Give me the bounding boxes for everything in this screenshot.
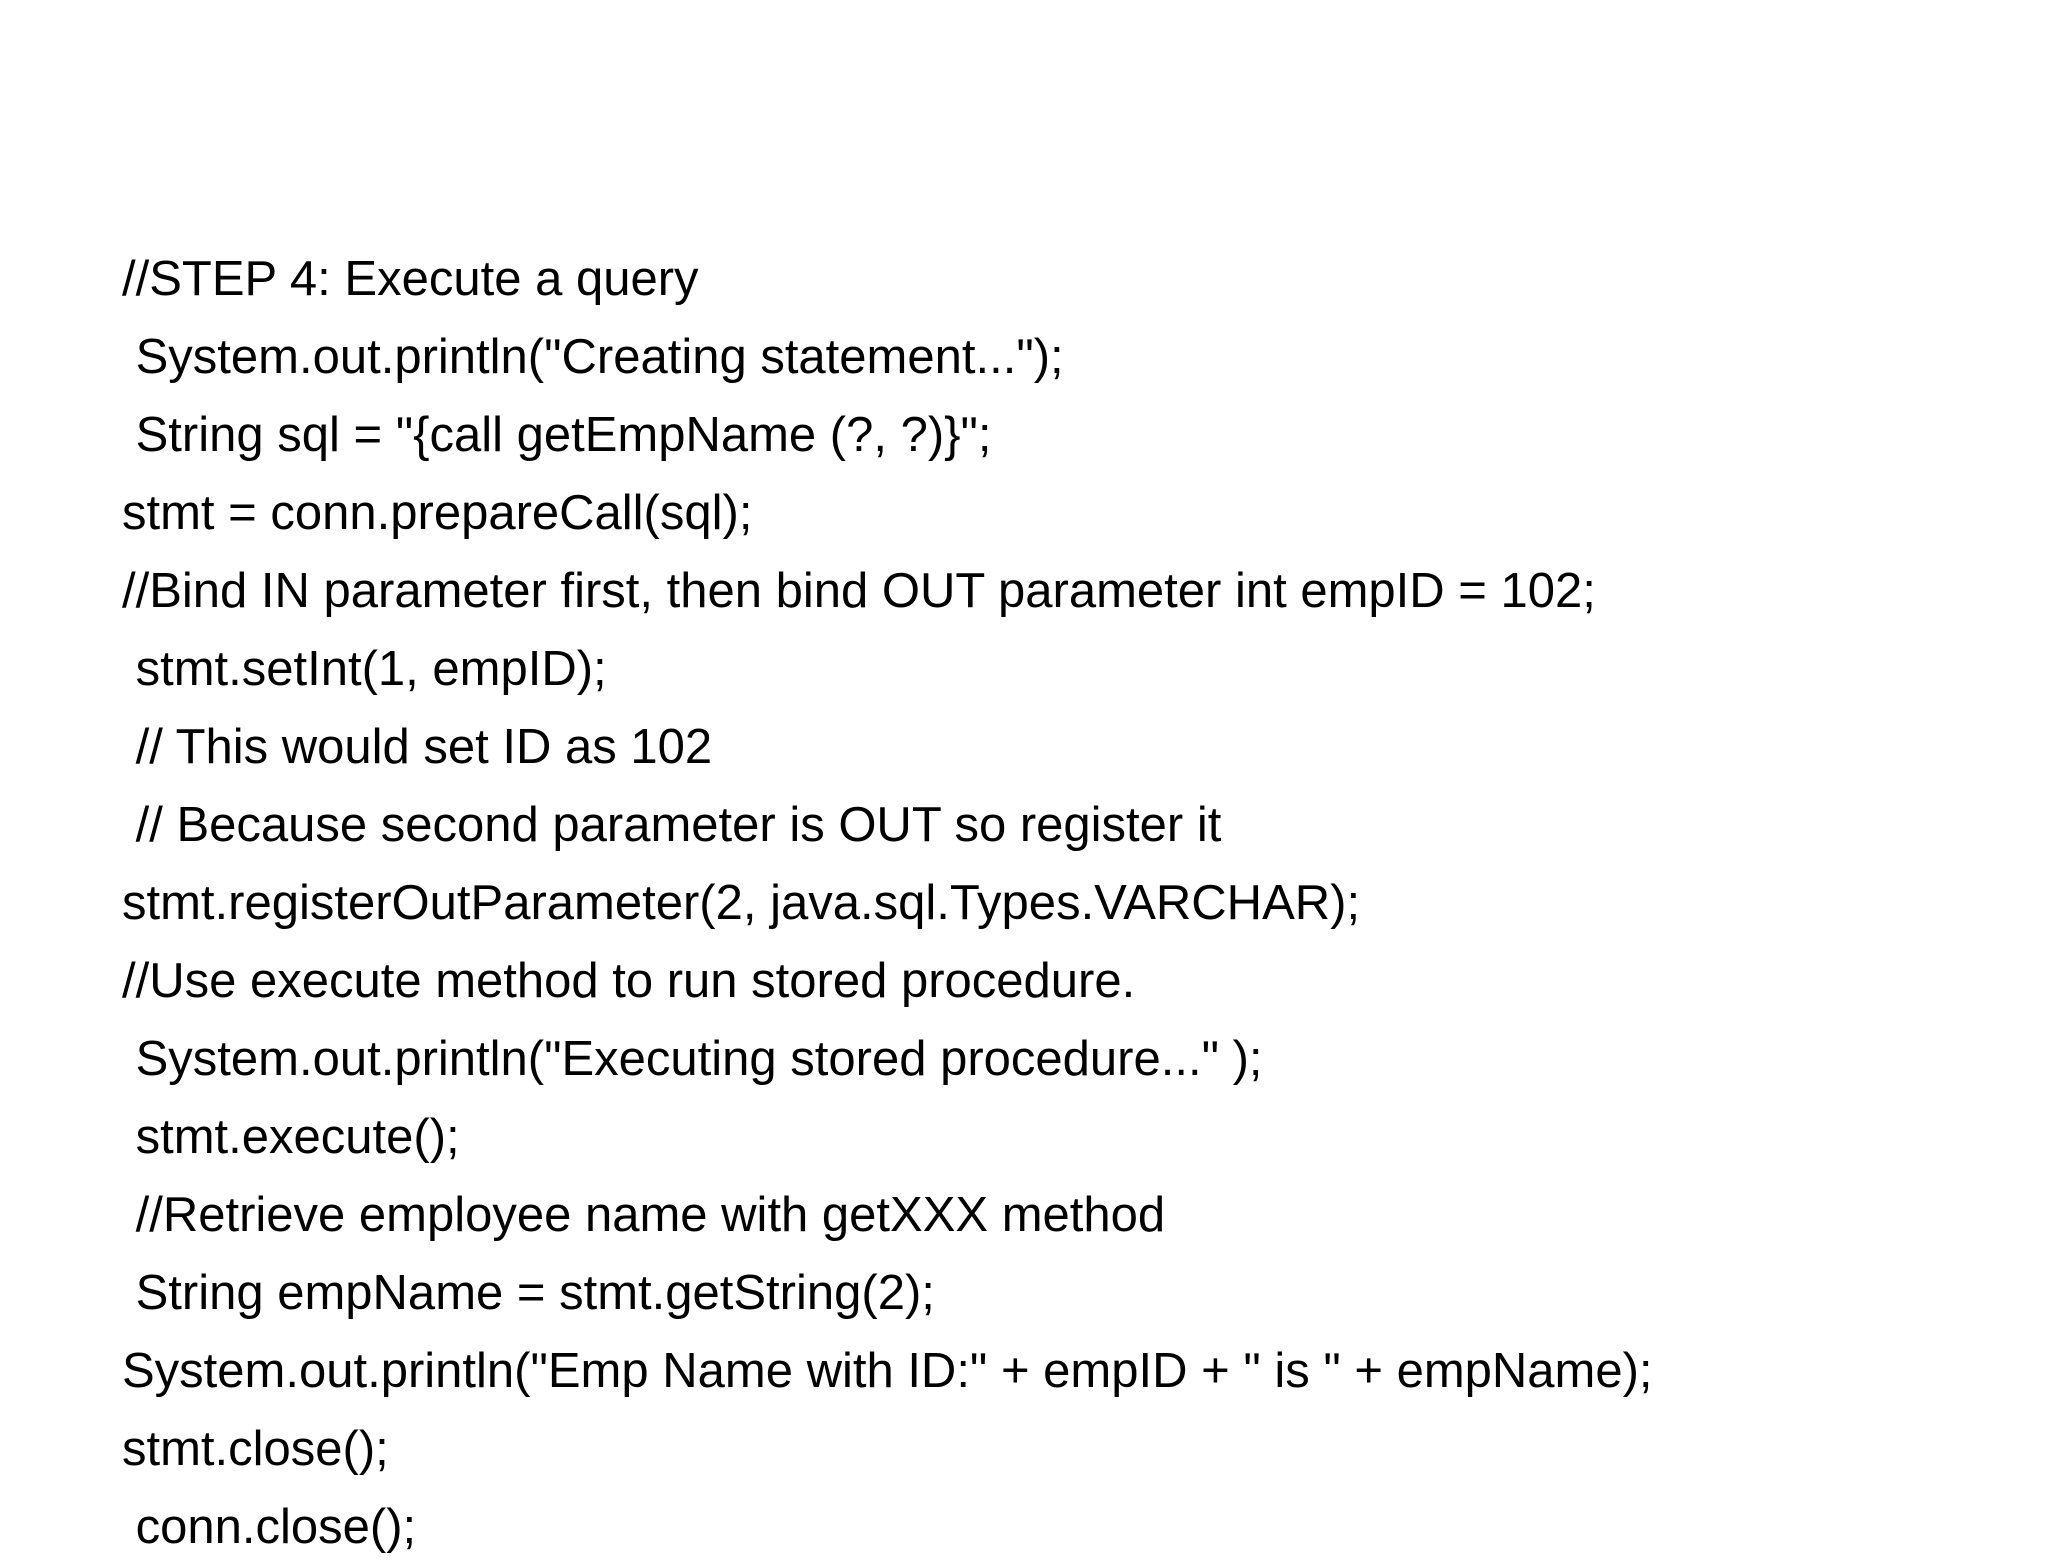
code-line: // This would set ID as 102 (122, 720, 713, 774)
code-line: String empName = stmt.getString(2); (122, 1266, 935, 1320)
code-line: //Retrieve employee name with getXXX met… (122, 1188, 1166, 1242)
code-line: stmt = conn.prepareCall(sql); (122, 486, 753, 540)
code-line: stmt.registerOutParameter(2, java.sql.Ty… (122, 876, 1361, 930)
code-line: stmt.setInt(1, empID); (122, 642, 607, 696)
code-line: //STEP 4: Execute a query (122, 252, 699, 306)
code-line: //Bind IN parameter first, then bind OUT… (122, 564, 1596, 618)
code-line: String sql = "{call getEmpName (?, ?)}"; (122, 408, 992, 462)
code-line: stmt.execute(); (122, 1110, 460, 1164)
code-line: System.out.println("Creating statement..… (122, 330, 1064, 384)
code-line: //Use execute method to run stored proce… (122, 954, 1136, 1008)
code-line: System.out.println("Emp Name with ID:" +… (122, 1344, 1653, 1398)
code-line: // Because second parameter is OUT so re… (122, 798, 1222, 852)
code-line: stmt.close(); (122, 1422, 389, 1476)
code-line: conn.close(); (122, 1500, 417, 1554)
code-block: //STEP 4: Execute a query System.out.pri… (122, 6, 2048, 1566)
code-line: System.out.println("Executing stored pro… (122, 1032, 1263, 1086)
